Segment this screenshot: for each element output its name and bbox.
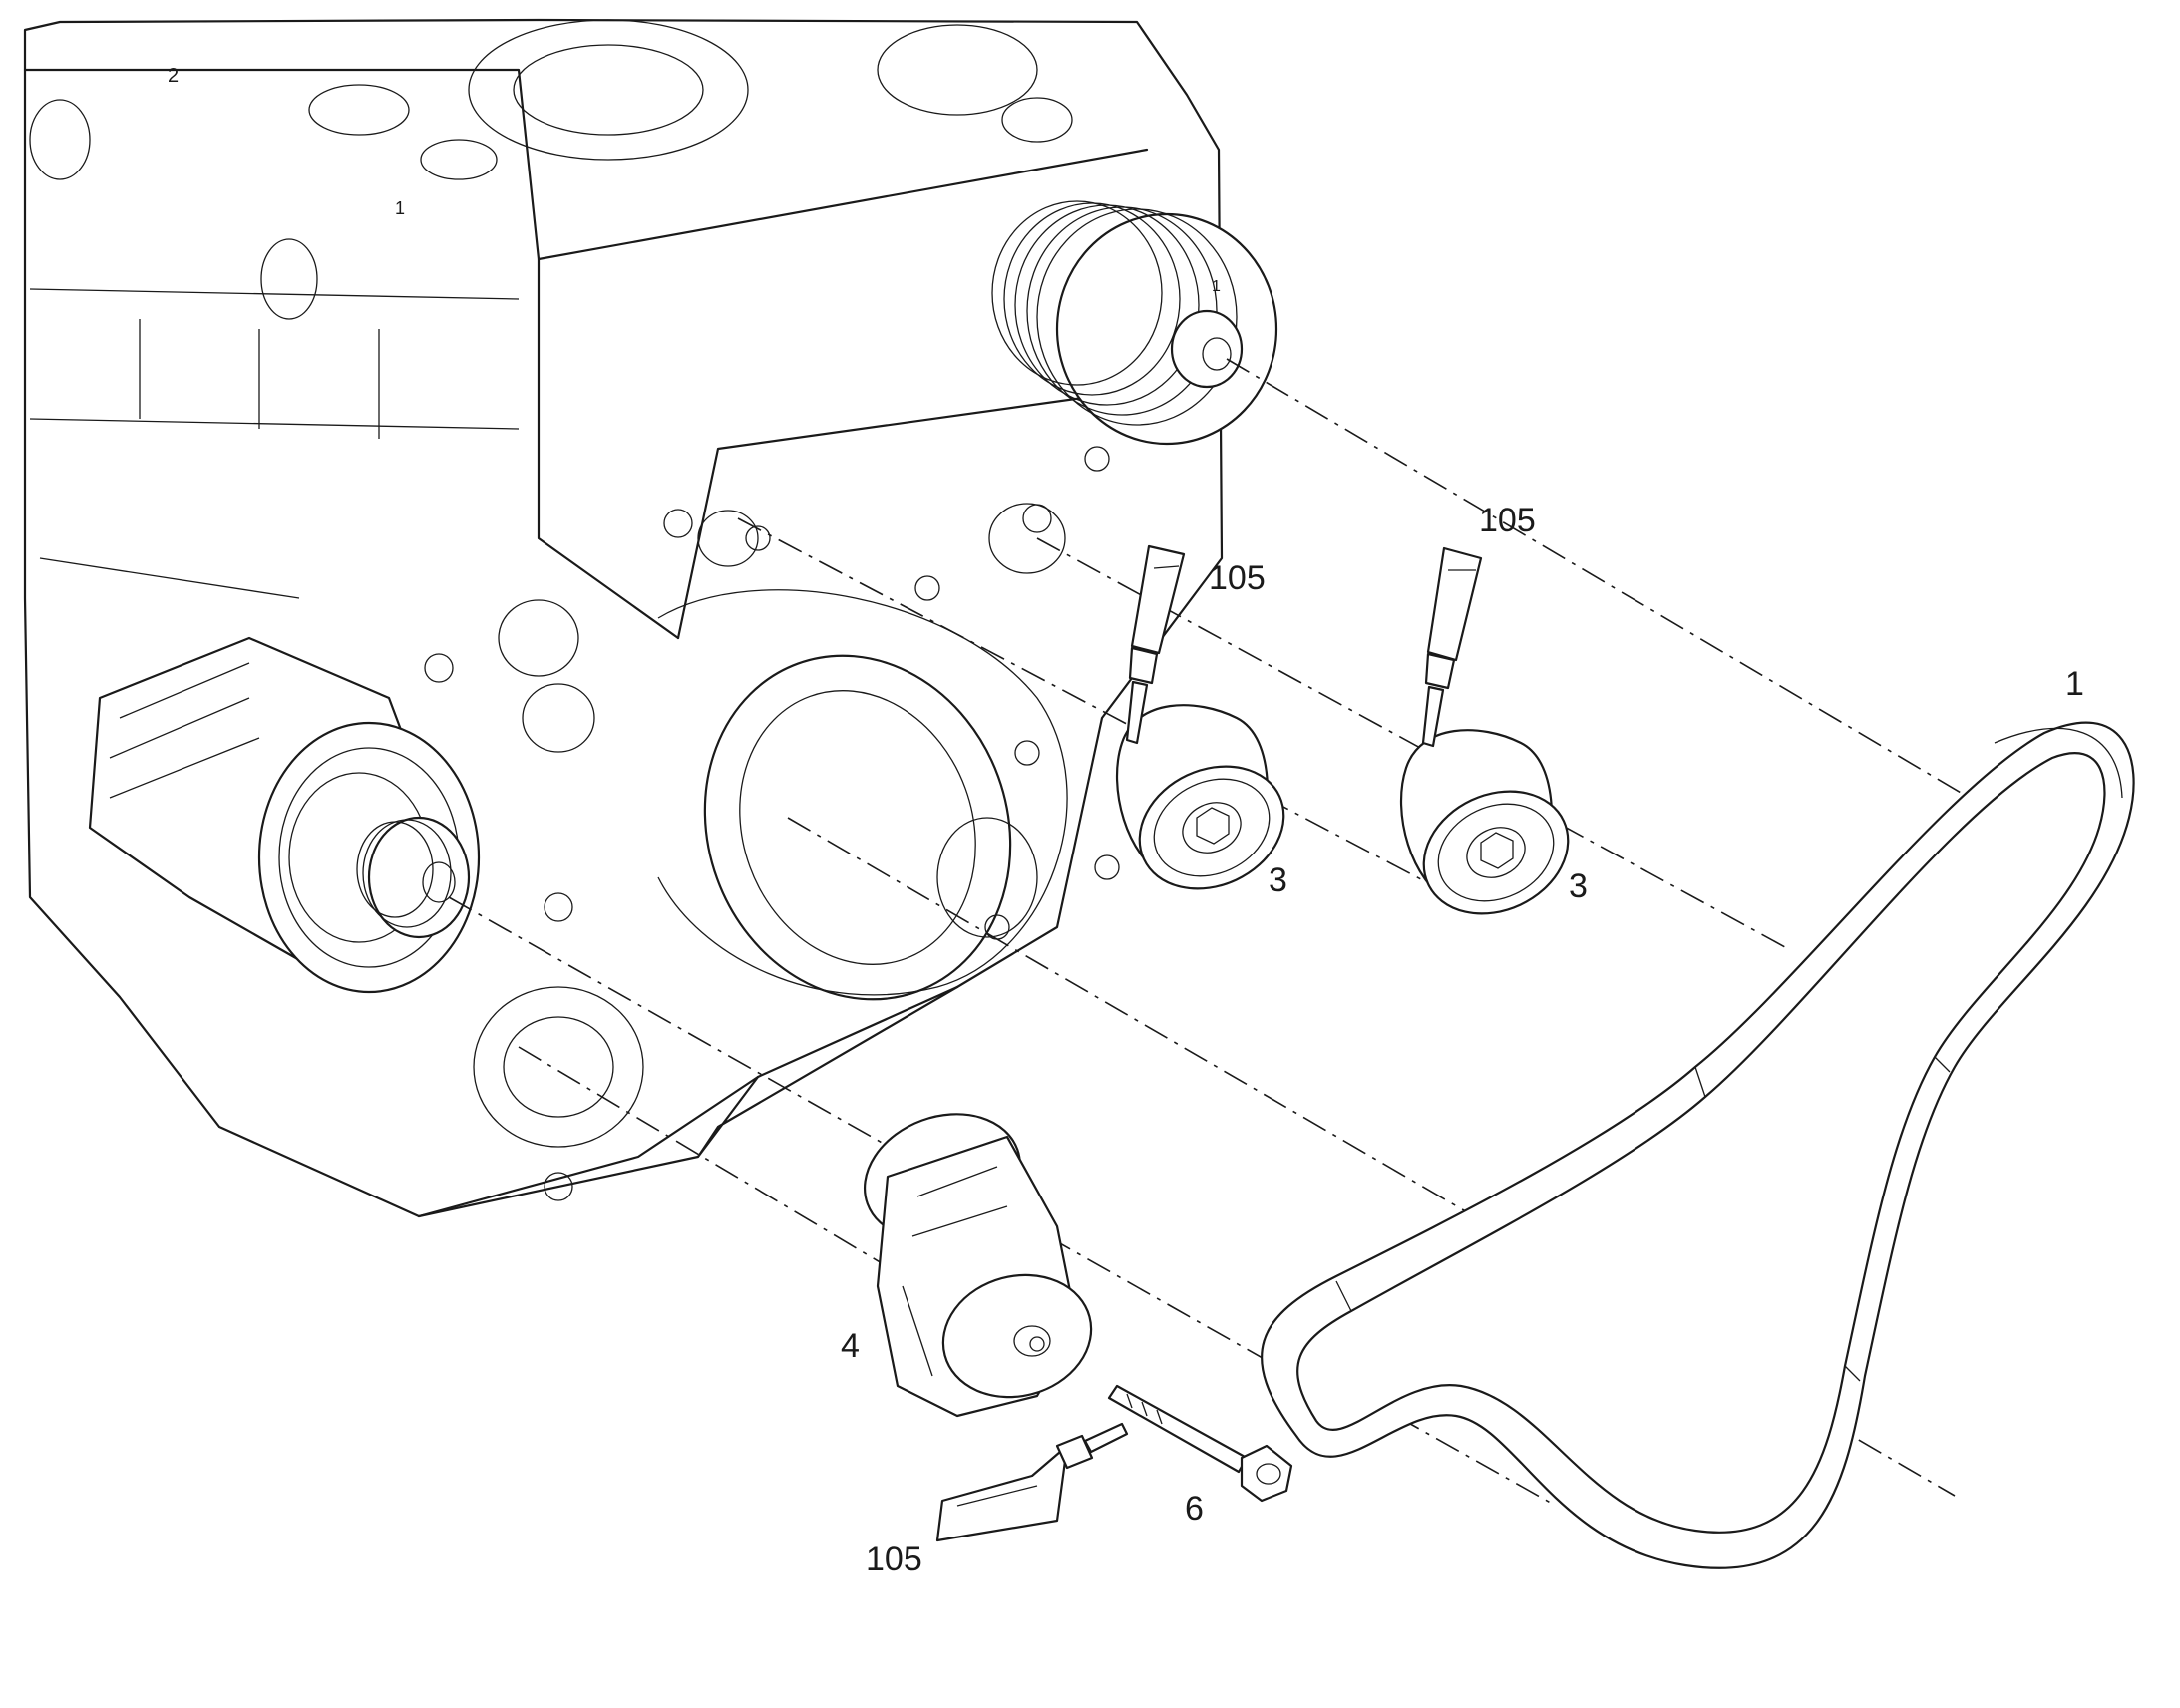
callout-idler-pulley-left: 3 [1269, 861, 1287, 899]
idler-pulley-right [1399, 729, 1570, 915]
callout-labels: 1 3 3 4 6 105 105 105 [841, 502, 2084, 1578]
callout-sealant-lower: 105 [866, 1540, 922, 1578]
idler-pulley-left [1115, 704, 1285, 890]
cylinder-mark-2: 2 [168, 65, 179, 87]
sealant-tube-upper-right [1421, 546, 1483, 748]
alternator [88, 636, 481, 994]
belt-tensioner [863, 1113, 1093, 1418]
callout-idler-pulley-right: 3 [1569, 867, 1588, 905]
callout-tensioner: 4 [841, 1327, 860, 1365]
water-pump-pulley: 1 [991, 200, 1278, 446]
sealant-tube-upper-left [1125, 544, 1186, 745]
callout-sealant-upper-left: 105 [1209, 559, 1266, 597]
engine-block: 2 1 [23, 18, 1224, 1218]
callout-belt: 1 [2065, 665, 2084, 703]
sealant-tube-lower [935, 1422, 1129, 1542]
callout-bolt: 6 [1185, 1490, 1204, 1528]
callout-sealant-upper-right: 105 [1479, 502, 1536, 539]
pump-mark: 1 [1212, 278, 1221, 295]
cylinder-mark-1: 1 [395, 198, 405, 218]
tensioner-bolt [1107, 1384, 1293, 1503]
serpentine-belt [1261, 721, 2135, 1569]
